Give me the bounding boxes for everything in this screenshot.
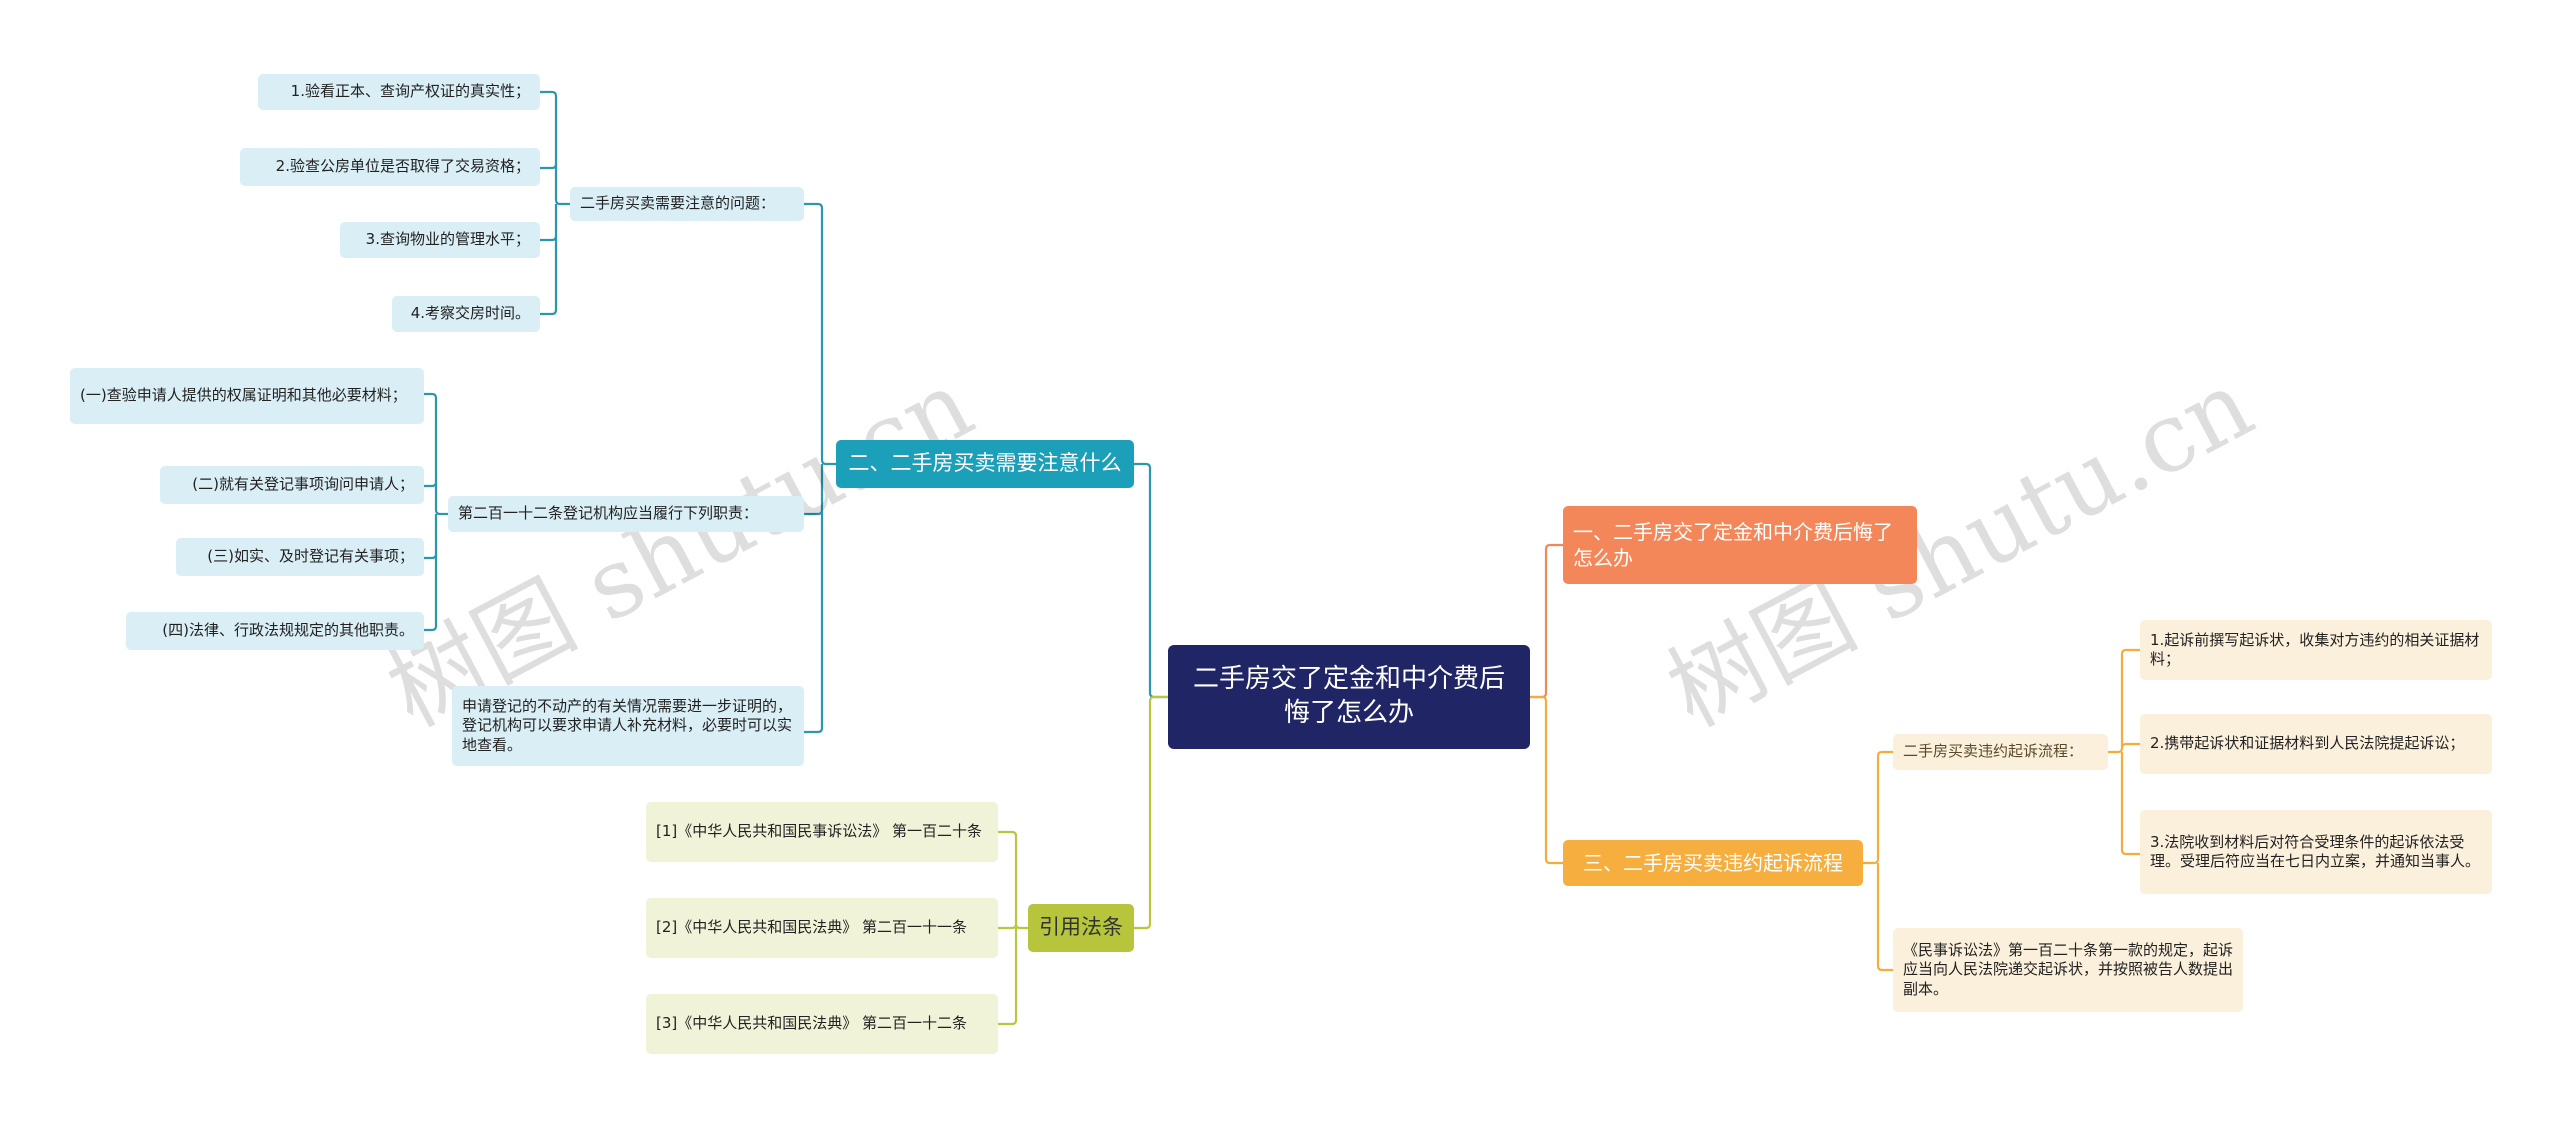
link-group1-bus bbox=[540, 90, 570, 316]
branch-lawsuit-process[interactable]: 三、二手房买卖违约起诉流程 bbox=[1563, 840, 1863, 886]
registry-note[interactable]: 申请登记的不动产的有关情况需要进一步证明的，登记机构可以要求申请人补充材料，必要… bbox=[452, 686, 804, 766]
lawsuit-step-2[interactable]: 2.携带起诉状和证据材料到人民法院提起诉讼； bbox=[2140, 714, 2492, 774]
branch-references[interactable]: 引用法条 bbox=[1028, 904, 1134, 952]
link-root-olive bbox=[1134, 695, 1168, 930]
link-amber-bus bbox=[1863, 750, 1893, 972]
lawsuit-step-1[interactable]: 1.起诉前撰写起诉状，收集对方违约的相关证据材料； bbox=[2140, 620, 2492, 680]
group-precautions[interactable]: 二手房买卖需要注意的问题： bbox=[570, 187, 804, 221]
precaution-item-1[interactable]: 1.验看正本、查询产权证的真实性； bbox=[258, 74, 540, 110]
precaution-item-4[interactable]: 4.考察交房时间。 bbox=[392, 296, 540, 332]
duty-item-1[interactable]: (一)查验申请人提供的权属证明和其他必要材料； bbox=[70, 368, 424, 424]
branch-notes[interactable]: 二、二手房买卖需要注意什么 bbox=[836, 440, 1134, 488]
branch-regret-handling[interactable]: 一、二手房交了定金和中介费后悔了怎么办 bbox=[1563, 506, 1917, 584]
reference-item-2[interactable]: [2]《中华人民共和国民法典》 第二百一十一条 bbox=[646, 898, 998, 958]
link-root-orange bbox=[1530, 543, 1563, 699]
group-lawsuit-steps[interactable]: 二手房买卖违约起诉流程： bbox=[1893, 734, 2108, 770]
duty-item-2[interactable]: (二)就有关登记事项询问申请人； bbox=[160, 466, 424, 504]
link-root-amber bbox=[1530, 695, 1563, 865]
reference-item-3[interactable]: [3]《中华人民共和国民法典》 第二百一十二条 bbox=[646, 994, 998, 1054]
lawsuit-note[interactable]: 《民事诉讼法》第一百二十条第一款的规定，起诉应当向人民法院递交起诉状，并按照被告… bbox=[1893, 928, 2243, 1012]
duty-item-4[interactable]: (四)法律、行政法规规定的其他职责。 bbox=[126, 612, 424, 650]
root-topic[interactable]: 二手房交了定金和中介费后悔了怎么办 bbox=[1168, 645, 1530, 749]
link-amber-group-bus bbox=[2108, 648, 2140, 856]
precaution-item-2[interactable]: 2.验查公房单位是否取得了交易资格； bbox=[240, 148, 540, 186]
link-root-teal bbox=[1134, 462, 1168, 699]
precaution-item-3[interactable]: 3.查询物业的管理水平； bbox=[340, 222, 540, 258]
link-olive-bus bbox=[998, 830, 1028, 1026]
duty-item-3[interactable]: (三)如实、及时登记有关事项； bbox=[176, 538, 424, 576]
lawsuit-step-3[interactable]: 3.法院收到材料后对符合受理条件的起诉依法受理。受理后符应当在七日内立案，并通知… bbox=[2140, 810, 2492, 894]
reference-item-1[interactable]: [1]《中华人民共和国民事诉讼法》 第一百二十条 bbox=[646, 802, 998, 862]
group-registry-duties[interactable]: 第二百一十二条登记机构应当履行下列职责： bbox=[448, 496, 804, 532]
